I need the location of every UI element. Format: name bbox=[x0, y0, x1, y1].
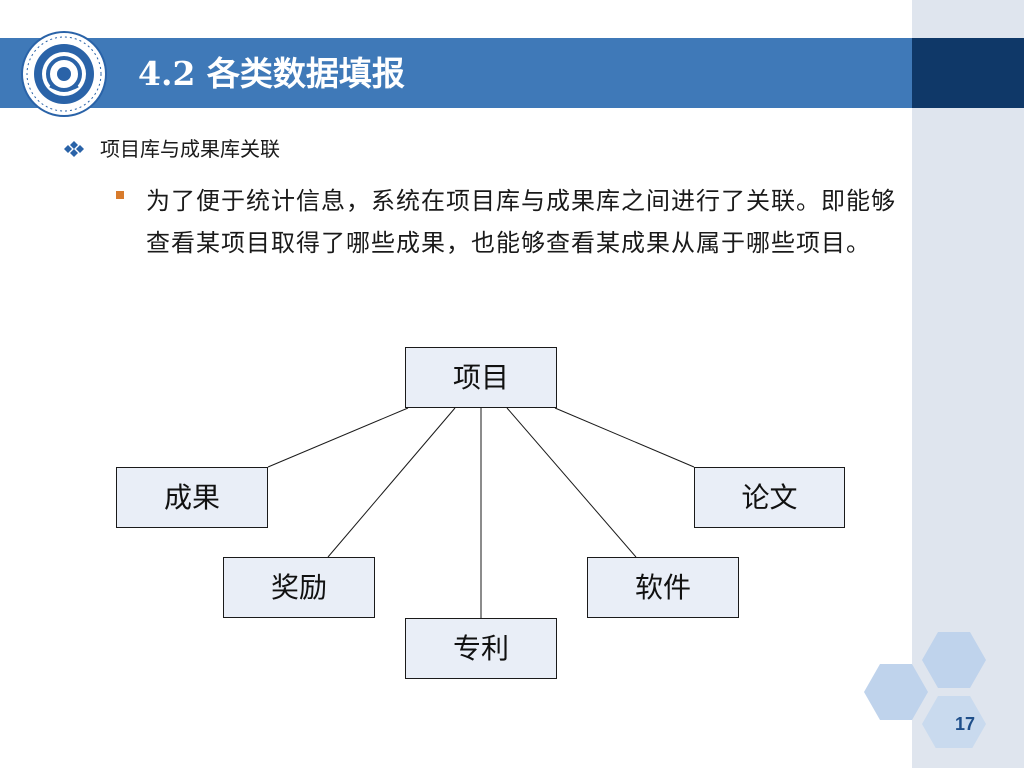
connector-line bbox=[327, 407, 456, 558]
page-number: 17 bbox=[954, 714, 976, 734]
diagram-node-child: 奖励 bbox=[223, 557, 375, 618]
connector-line bbox=[506, 407, 637, 558]
diagram-node-root: 项目 bbox=[405, 347, 557, 408]
connector-line bbox=[267, 407, 409, 468]
title-bar bbox=[0, 38, 912, 108]
relation-diagram-connectors bbox=[267, 407, 695, 618]
square-bullet-icon bbox=[116, 191, 124, 199]
diamond-cluster-bullet-icon bbox=[64, 141, 84, 157]
bullet-level-1-text: 项目库与成果库关联 bbox=[100, 137, 280, 161]
hexagon-decoration-icon bbox=[864, 632, 986, 748]
connector-line bbox=[554, 407, 695, 468]
slide-title: 4.2 各类数据填报 bbox=[138, 54, 405, 93]
diagram-node-child: 软件 bbox=[587, 557, 739, 618]
diagram-node-child: 专利 bbox=[405, 618, 557, 679]
diagram-node-child: 成果 bbox=[116, 467, 268, 528]
title-bar-accent bbox=[912, 38, 1024, 108]
diagram-node-child: 论文 bbox=[694, 467, 845, 528]
china-meteorological-administration-logo-icon bbox=[21, 31, 107, 117]
bullet-level-2-text: 为了便于统计信息，系统在项目库与成果库之间进行了关联。即能够查看某项目取得了哪些… bbox=[146, 187, 896, 257]
